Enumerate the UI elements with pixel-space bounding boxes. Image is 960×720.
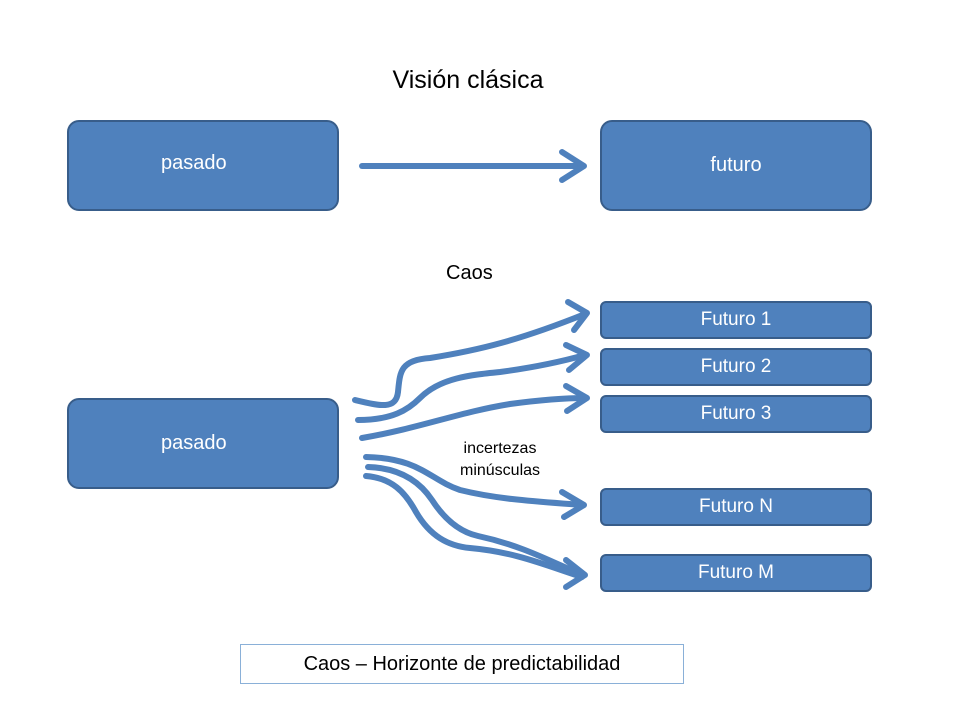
chaos-arrow-future-n-head xyxy=(559,489,587,520)
future-m-label: Futuro M xyxy=(697,562,775,583)
future-3-box: Futuro 3 xyxy=(600,395,872,433)
chaos-past-label: pasado xyxy=(161,432,227,454)
diagram-title: Visión clásica xyxy=(392,66,544,94)
classic-future-label: futuro xyxy=(710,154,762,176)
chaos-label: Caos xyxy=(446,262,493,284)
classic-arrow-head xyxy=(559,149,587,183)
classic-past-label: pasado xyxy=(161,152,227,174)
chaos-arrow-future-2 xyxy=(355,352,588,423)
footer-caption-text: Caos – Horizonte de predictabilidad xyxy=(303,652,621,675)
chaos-arrow-future-2-head xyxy=(563,342,590,373)
future-3-label: Futuro 3 xyxy=(700,403,772,424)
uncertainty-label: incertezas minúsculas xyxy=(430,438,570,482)
chaos-arrow-future-1-head xyxy=(565,299,590,333)
future-1-box: Futuro 1 xyxy=(600,301,872,339)
footer-caption: Caos – Horizonte de predictabilidad xyxy=(240,644,684,684)
future-m-box: Futuro M xyxy=(600,554,872,592)
chaos-arrow-future-3 xyxy=(359,395,588,441)
future-1-label: Futuro 1 xyxy=(700,309,772,330)
chaos-arrow-future-m-upper xyxy=(365,464,583,577)
chaos-arrow-future-1 xyxy=(352,311,588,408)
chaos-arrow-future-n xyxy=(363,454,585,508)
classic-past-box: pasado xyxy=(67,120,339,211)
future-n-box: Futuro N xyxy=(600,488,872,526)
uncertainty-line-1: incertezas xyxy=(463,440,537,457)
uncertainty-line-2: minúsculas xyxy=(459,462,541,479)
future-n-label: Futuro N xyxy=(699,496,773,517)
chaos-arrow-future-m-head xyxy=(563,557,588,590)
classic-future-box: futuro xyxy=(600,120,872,211)
chaos-arrow-future-m-lower xyxy=(363,473,585,580)
chaos-arrow-future-3-head xyxy=(563,383,590,414)
future-2-box: Futuro 2 xyxy=(600,348,872,386)
future-2-label: Futuro 2 xyxy=(700,356,772,377)
chaos-past-box: pasado xyxy=(67,398,339,489)
